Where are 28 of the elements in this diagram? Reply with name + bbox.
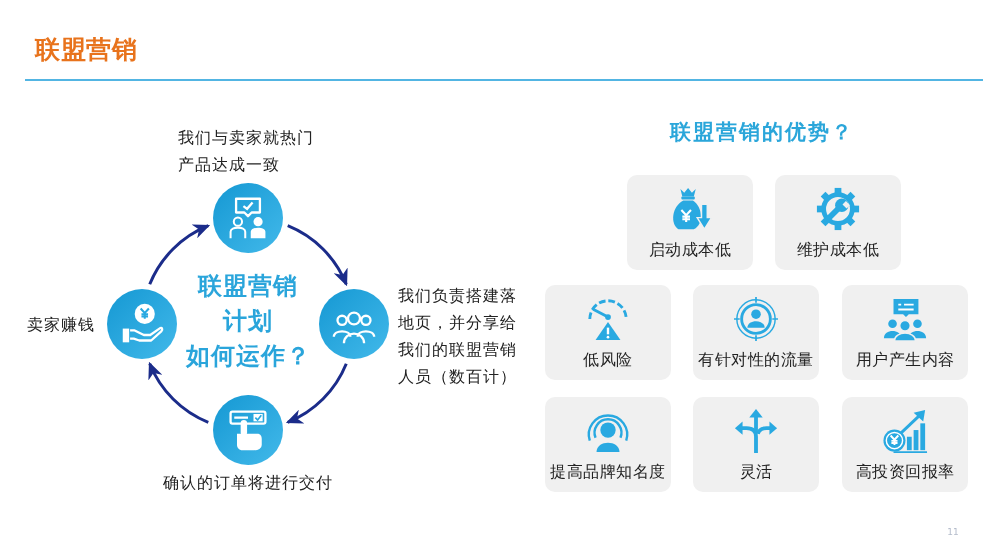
advantage-card — [693, 285, 819, 380]
advantage-label: 维护成本低 — [795, 239, 881, 261]
advantage-card — [693, 397, 819, 492]
advantage-label: 用户产生内容 — [854, 349, 956, 371]
step-caption: 我们与卖家就热门产品达成一致 — [178, 127, 315, 176]
step-caption: 卖家赚钱 — [27, 314, 96, 336]
advantage-label: 低风险 — [582, 349, 634, 371]
advantage-label: 启动成本低 — [647, 239, 733, 261]
arrow — [287, 224, 348, 287]
advantage-card — [545, 285, 671, 380]
arrow — [148, 224, 211, 285]
advantage-card — [842, 397, 968, 492]
advantage-card — [775, 175, 901, 270]
arrow — [148, 361, 209, 424]
advantage-card — [842, 285, 968, 380]
center-title: 联盟营销计划如何运作？ — [184, 271, 312, 372]
page-title: 联盟营销 — [35, 34, 137, 66]
advantage-label: 有针对性的流量 — [697, 349, 815, 371]
page-number: 11 — [946, 526, 960, 538]
section-heading: 联盟营销的优势？ — [668, 119, 855, 146]
advantage-label: 提高品牌知名度 — [549, 461, 667, 483]
step-caption: 确认的订单将进行交付 — [162, 472, 334, 494]
advantage-card — [545, 397, 671, 492]
arrow — [285, 363, 348, 424]
step-caption: 我们负责搭建落地页，并分享给我们的联盟营销人员（数百计） — [398, 285, 518, 388]
advantage-label: 高投资回报率 — [854, 461, 956, 483]
advantage-label: 灵活 — [738, 461, 774, 483]
advantage-card — [627, 175, 753, 270]
